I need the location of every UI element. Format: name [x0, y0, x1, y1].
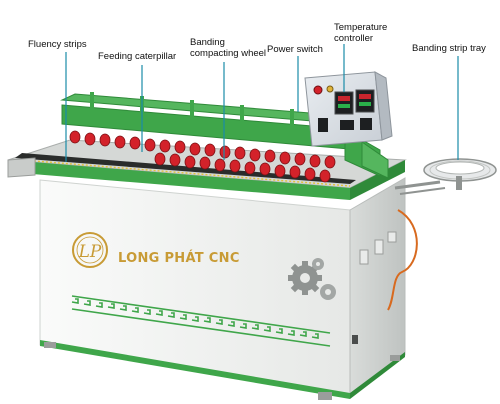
pressure-beam: [60, 92, 389, 179]
svg-text:LP: LP: [78, 242, 102, 262]
label-banding-wheel-line2: compacting wheel: [190, 48, 267, 59]
lp-logo-icon: LP: [72, 232, 108, 268]
control-panel: [304, 71, 393, 147]
label-banding-compacting-wheel: Banding compacting wheel: [190, 37, 266, 59]
machine-cabinet: [39, 177, 406, 400]
brand-name: LONG PHÁT CNC: [118, 251, 240, 266]
label-banding-strip-tray: Banding strip tray: [412, 43, 486, 54]
label-temp-controller-line2: controller: [334, 33, 374, 44]
label-fluency-strips: Fluency strips: [28, 39, 87, 50]
label-banding-wheel-line1: Banding: [190, 37, 225, 48]
label-feeding-caterpillar: Feeding caterpillar: [98, 51, 177, 62]
label-power-switch: Power switch: [267, 44, 323, 55]
gears-icon: [288, 258, 336, 300]
compacting-wheels: [69, 130, 336, 183]
leader-lines: [65, 44, 459, 162]
banding-strip-tray: [423, 158, 497, 190]
label-temp-controller-line1: Temperature: [334, 22, 388, 33]
label-temperature-controller: Temperature controller: [334, 22, 387, 44]
greek-key-border: [71, 295, 331, 347]
side-fittings: [352, 209, 418, 344]
